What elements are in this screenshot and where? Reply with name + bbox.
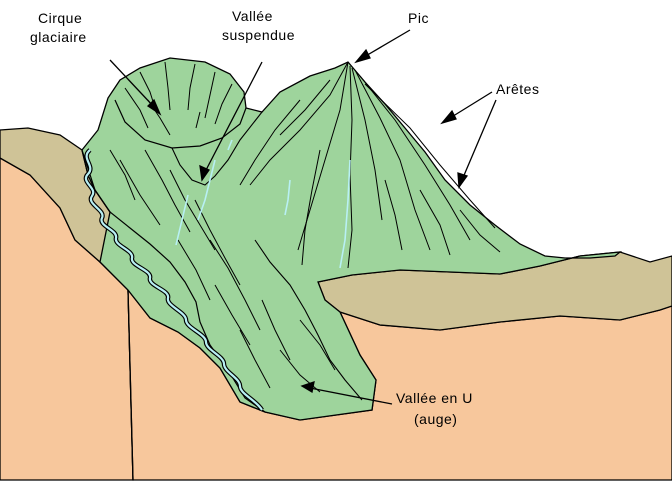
pic-label: Pic	[408, 9, 429, 28]
cirque-glaciaire-label-line2: glaciaire	[30, 28, 87, 47]
vallee-en-u-label-line2: (auge)	[414, 410, 457, 429]
vallee-suspendue-label-line1: Vallée	[232, 7, 273, 26]
arrow-pic	[364, 30, 410, 57]
arrow-aretes-1	[450, 92, 492, 118]
arrow-aretes-2	[462, 100, 496, 180]
vallee-suspendue-label-line2: suspendue	[222, 26, 295, 45]
vallee-en-u-label-line1: Vallée en U	[396, 389, 473, 408]
cirque-glaciaire-label-line1: Cirque	[38, 9, 82, 28]
aretes-label: Arêtes	[496, 80, 539, 99]
